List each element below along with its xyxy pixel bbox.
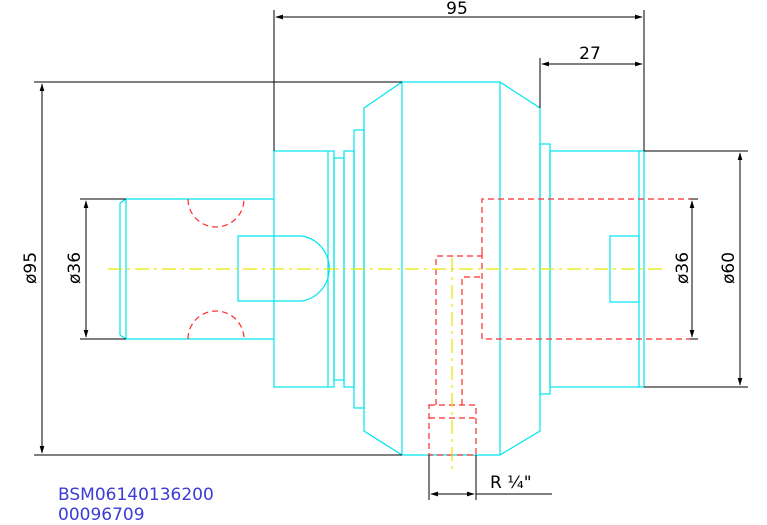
right-length-label: 27: [579, 44, 601, 64]
right-bore-diameter-label: ø36: [673, 252, 693, 284]
dimension-right-length: 27: [539, 44, 643, 108]
dimension-right-body-diameter: ø60: [644, 150, 748, 388]
hidden-lines: [187, 198, 690, 456]
right-body-diameter-label: ø60: [719, 252, 739, 284]
centerlines: [108, 258, 662, 470]
part-number: BSM06140136200: [58, 485, 214, 505]
dimension-overall-length: 95: [273, 0, 645, 151]
overall-length-label: 95: [446, 0, 468, 19]
reference-number: 00096709: [58, 505, 145, 525]
thread-label: R ¼": [490, 473, 532, 493]
dimension-left-shank-diameter: ø36: [65, 198, 126, 340]
outer-diameter-label: ø95: [21, 252, 41, 284]
dimension-outer-diameter: ø95: [21, 81, 402, 456]
dimension-right-bore-diameter: ø36: [673, 198, 698, 340]
dimension-thread: R ¼": [428, 455, 552, 500]
left-shank-diameter-label: ø36: [65, 252, 85, 284]
